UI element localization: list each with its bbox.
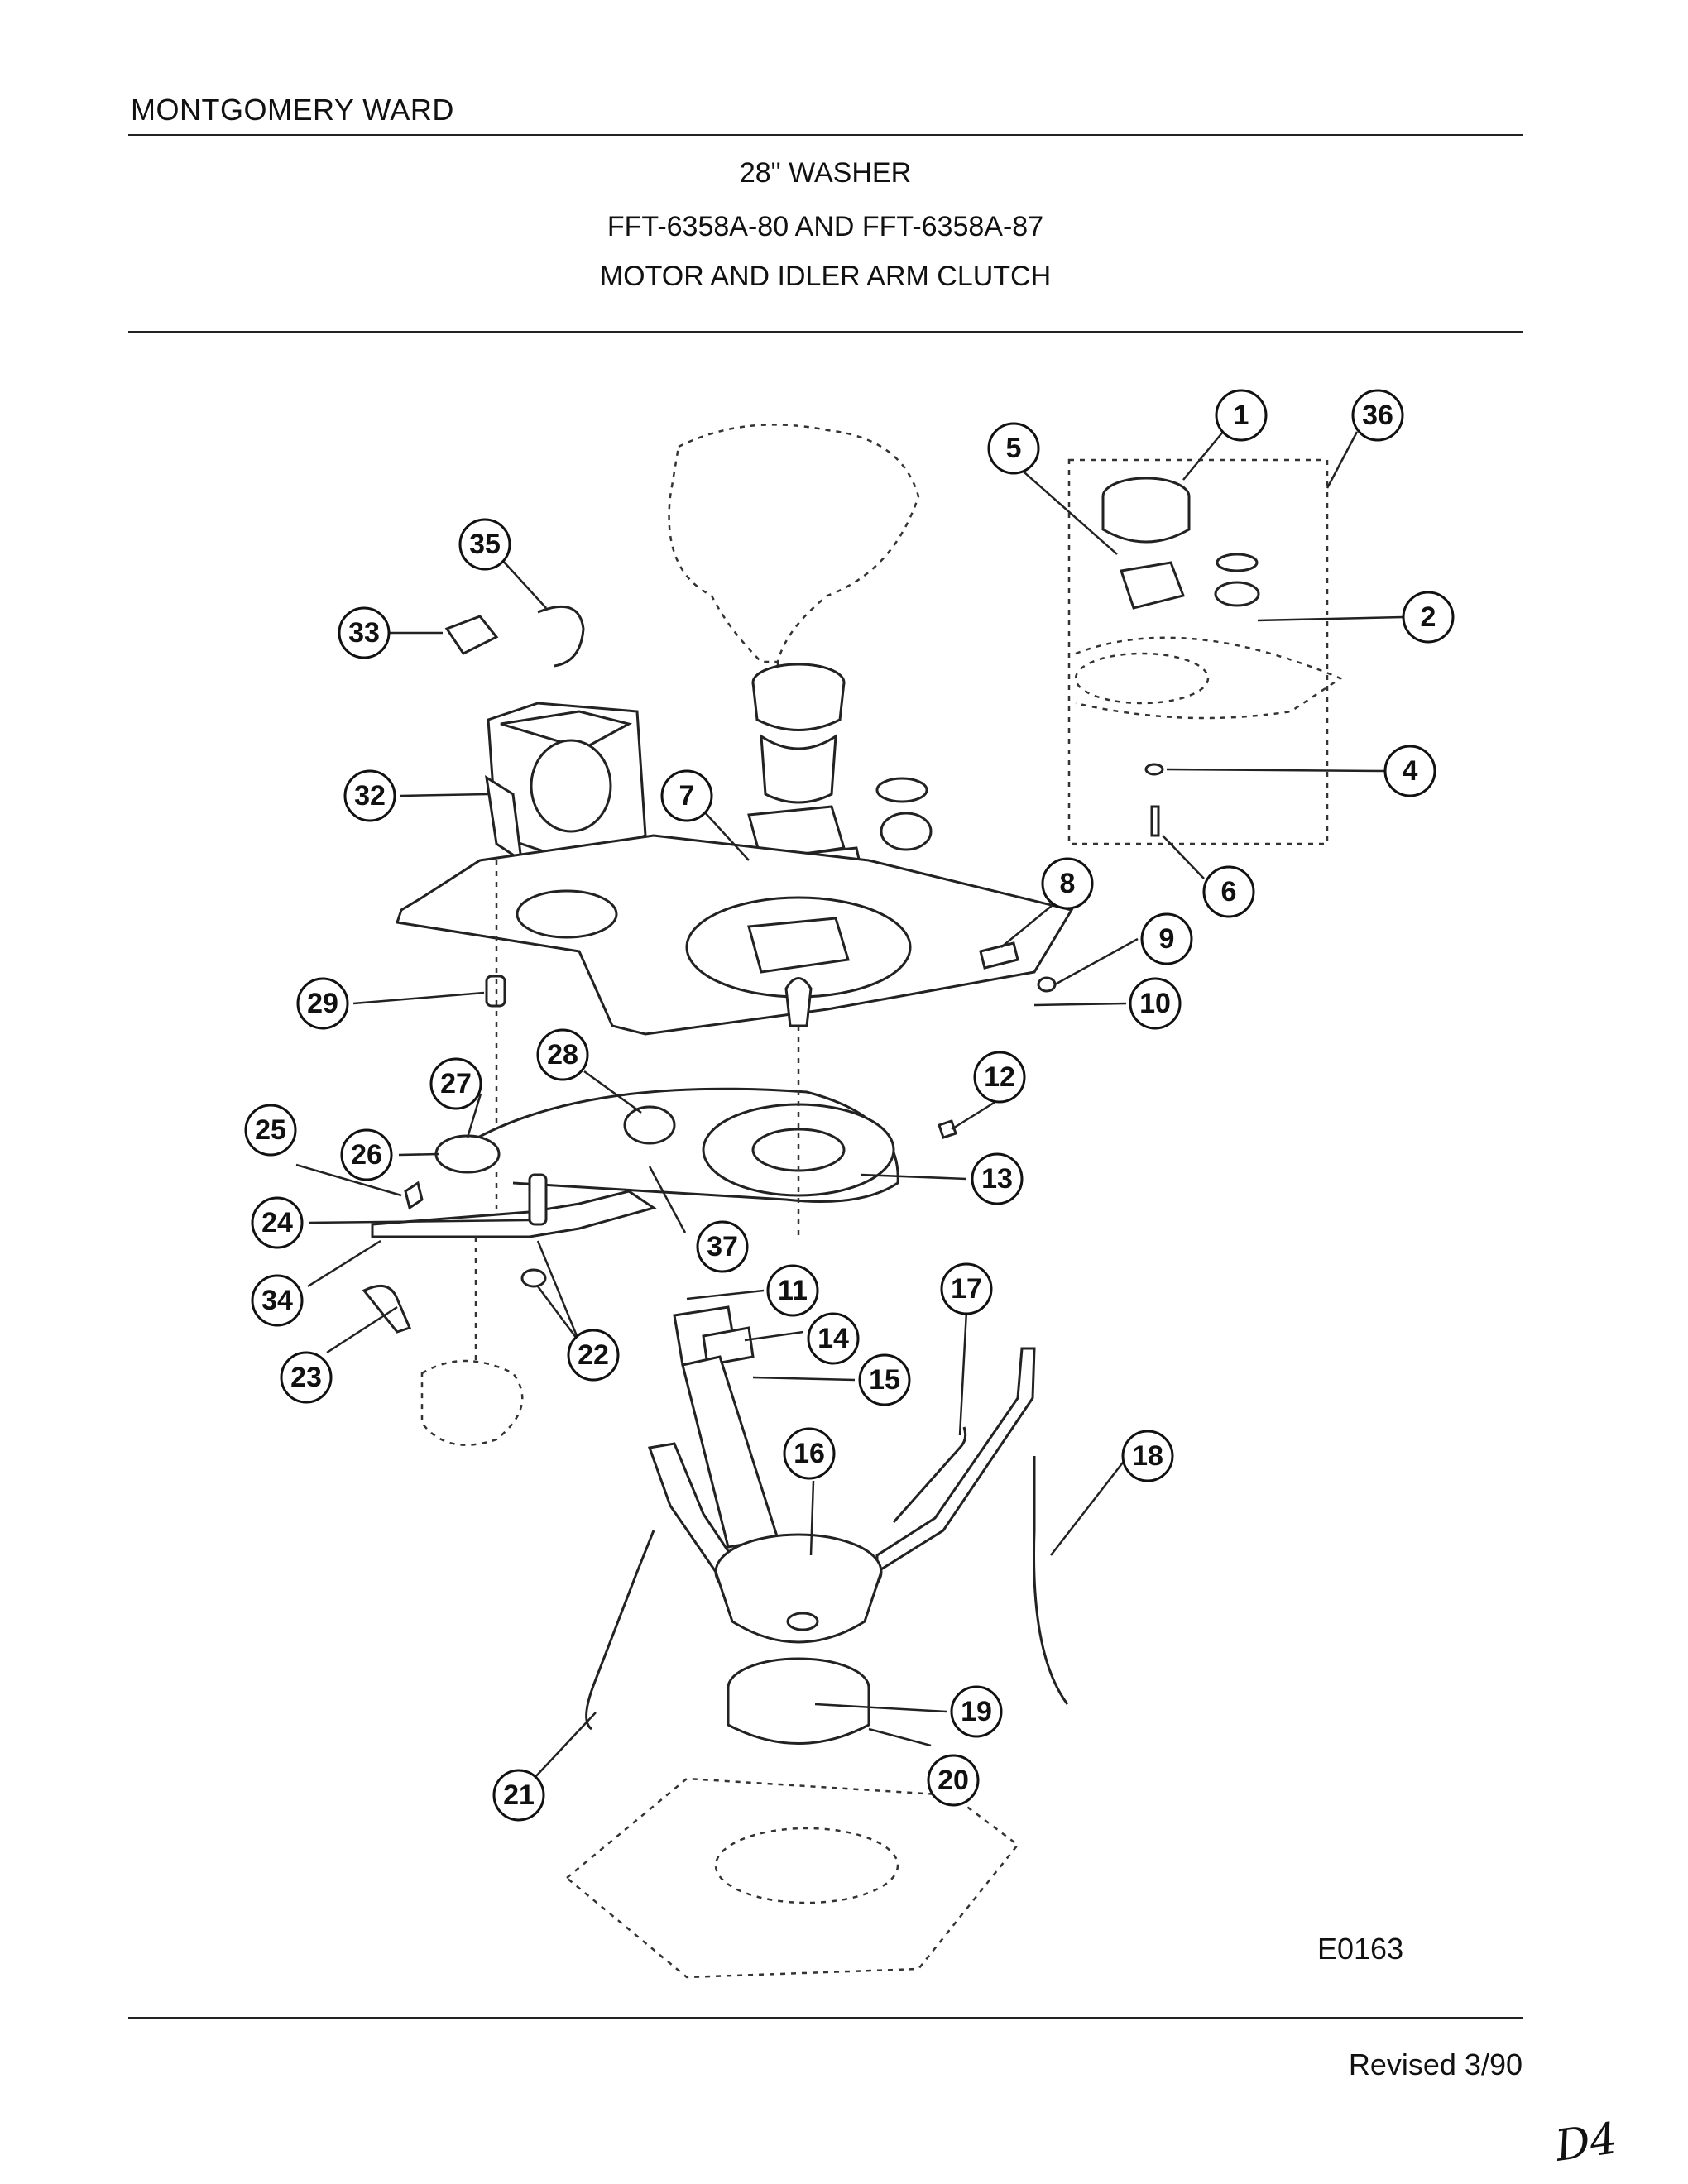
svg-text:27: 27 — [440, 1068, 472, 1099]
callout-23: 23 — [280, 1351, 333, 1404]
brand-name: MONTGOMERY WARD — [131, 93, 454, 127]
svg-text:8: 8 — [1060, 868, 1076, 899]
clutch-cradle — [647, 1305, 1036, 1644]
title-model-size: 28" WASHER — [739, 157, 912, 189]
brake-band — [727, 1657, 870, 1745]
svg-text:32: 32 — [354, 780, 386, 812]
callout-26: 26 — [340, 1128, 393, 1181]
svg-text:34: 34 — [261, 1285, 293, 1316]
svg-text:19: 19 — [961, 1696, 992, 1727]
callout-4: 4 — [1383, 745, 1436, 797]
mounting-plate — [396, 834, 1074, 1036]
callout-33: 33 — [338, 606, 391, 659]
drawing-number: E0163 — [1317, 1932, 1404, 1966]
svg-text:17: 17 — [951, 1273, 982, 1305]
belt-and-pulleys — [404, 1026, 957, 1241]
svg-text:22: 22 — [578, 1339, 609, 1371]
title-assembly-name: MOTOR AND IDLER ARM CLUTCH — [599, 261, 1052, 292]
svg-text:4: 4 — [1403, 755, 1418, 787]
svg-text:1: 1 — [1234, 400, 1249, 431]
svg-text:24: 24 — [261, 1207, 293, 1238]
callout-21: 21 — [492, 1769, 545, 1822]
base-outline — [565, 1777, 1019, 1979]
svg-text:26: 26 — [351, 1139, 382, 1171]
callout-6: 6 — [1202, 865, 1255, 918]
inset-parts-box — [1067, 458, 1329, 845]
svg-text:33: 33 — [348, 617, 380, 649]
header-rule — [128, 134, 1523, 136]
callout-16: 16 — [783, 1427, 836, 1480]
callout-24: 24 — [251, 1196, 304, 1249]
callout-13: 13 — [971, 1152, 1024, 1205]
svg-text:21: 21 — [503, 1779, 535, 1811]
svg-text:23: 23 — [290, 1362, 322, 1393]
footer-rule — [128, 2017, 1523, 2019]
callout-37: 37 — [696, 1220, 749, 1273]
inset-clutch-parts — [1074, 477, 1343, 837]
svg-text:28: 28 — [547, 1039, 578, 1070]
callout-35: 35 — [458, 518, 511, 571]
svg-text:12: 12 — [984, 1061, 1015, 1093]
suspension-springs — [585, 1426, 1069, 1731]
callout-11: 11 — [766, 1264, 819, 1317]
svg-text:35: 35 — [469, 529, 501, 560]
callout-19: 19 — [950, 1685, 1003, 1738]
callout-27: 27 — [429, 1057, 482, 1110]
svg-text:16: 16 — [794, 1438, 825, 1469]
svg-text:11: 11 — [778, 1275, 808, 1306]
svg-text:13: 13 — [981, 1163, 1013, 1195]
spacer — [485, 860, 506, 1216]
svg-text:5: 5 — [1006, 433, 1022, 464]
svg-text:14: 14 — [818, 1323, 849, 1354]
callout-15: 15 — [858, 1353, 911, 1406]
callout-5: 5 — [987, 422, 1040, 475]
svg-text:6: 6 — [1221, 876, 1237, 908]
callout-14: 14 — [807, 1312, 860, 1365]
motor-accessories — [444, 605, 585, 668]
handwritten-mark: D4 — [1552, 2114, 1621, 2172]
svg-text:10: 10 — [1139, 988, 1171, 1019]
callout-32: 32 — [343, 769, 396, 822]
svg-text:2: 2 — [1421, 601, 1436, 633]
callout-29: 29 — [296, 977, 349, 1030]
callout-17: 17 — [940, 1262, 993, 1315]
idler-arm-assembly — [362, 1173, 657, 1446]
svg-text:15: 15 — [869, 1364, 900, 1396]
callout-2: 2 — [1402, 591, 1455, 644]
svg-text:9: 9 — [1159, 923, 1175, 955]
callout-1: 1 — [1215, 389, 1268, 442]
svg-text:18: 18 — [1132, 1440, 1163, 1472]
motor — [485, 702, 647, 902]
svg-text:29: 29 — [307, 988, 338, 1019]
callout-9: 9 — [1140, 912, 1193, 965]
svg-text:36: 36 — [1362, 400, 1393, 431]
callout-22: 22 — [567, 1329, 620, 1382]
svg-text:20: 20 — [938, 1765, 969, 1796]
svg-text:7: 7 — [679, 780, 695, 812]
title-rule — [128, 331, 1523, 333]
callout-8: 8 — [1041, 857, 1094, 910]
callout-12: 12 — [973, 1051, 1026, 1104]
revision-date: Revised 3/90 — [1348, 2048, 1523, 2081]
callout-7: 7 — [660, 769, 713, 822]
callout-25: 25 — [244, 1104, 297, 1157]
callout-20: 20 — [927, 1754, 980, 1807]
title-model-numbers: FFT-6358A-80 AND FFT-6358A-87 — [607, 211, 1044, 242]
callout-28: 28 — [536, 1028, 589, 1081]
callout-18: 18 — [1121, 1430, 1174, 1482]
leader-lines — [295, 431, 1403, 1779]
svg-text:37: 37 — [707, 1231, 738, 1262]
callout-34: 34 — [251, 1274, 304, 1327]
callout-bubbles: 1 36 5 2 4 6 35 33 32 7 8 9 10 29 28 27 … — [244, 389, 1455, 1822]
svg-text:25: 25 — [255, 1114, 286, 1146]
callout-10: 10 — [1129, 977, 1182, 1030]
callout-36: 36 — [1351, 389, 1404, 442]
